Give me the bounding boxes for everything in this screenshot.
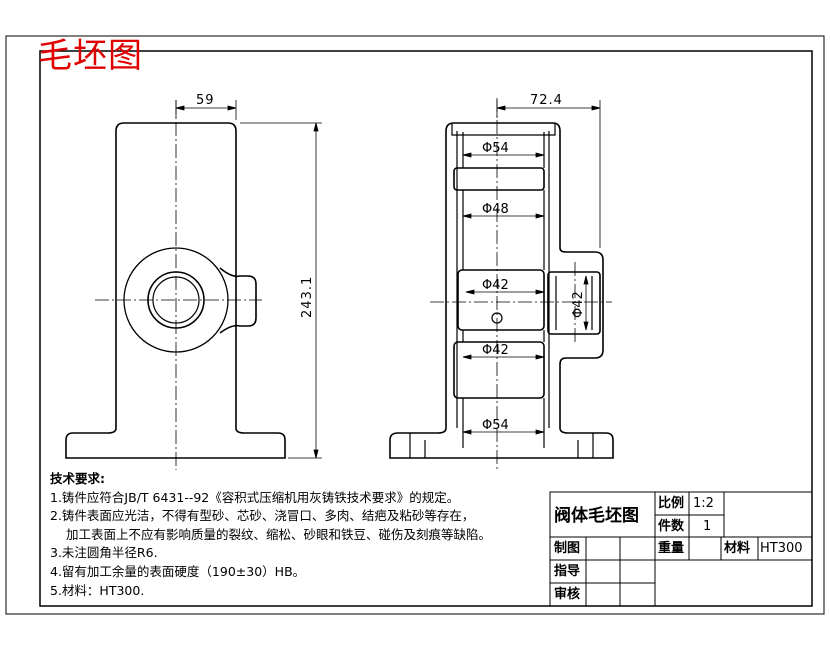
blank-drawing-stamp: 毛坯图 [38,36,143,76]
section-dimension-lines [462,100,601,435]
dim-bore-top: Φ54 [482,141,509,156]
notes-title: 技术要求: [50,471,105,486]
dim-bore-bottom: Φ54 [482,418,509,433]
note-item: 2.铸件表面应光洁，不得有型砂、芯砂、浇冒口、多肉、结疤及粘砂等存在， [50,508,475,524]
qty-label: 件数 [658,519,685,534]
dim-height-total: 243.1 [300,276,315,318]
dim-bore-mid: Φ42 [482,278,509,293]
material-value: HT300 [760,541,803,556]
title-block: 阀体毛坯图 比例 1:2 件数 1 制图 重量 材料 HT300 指导 审核 [550,492,812,605]
dim-bore-side: Φ42 [571,291,586,318]
note-item: 5.材料：HT300. [50,582,145,598]
dim-bore-upper: Φ48 [482,202,509,217]
scale-value: 1:2 [693,496,714,511]
section-view [389,122,614,459]
part-name: 阀体毛坯图 [554,506,639,526]
review-label: 审核 [554,587,581,602]
weight-label: 重量 [658,541,685,556]
title-block-grid [549,491,813,607]
inner-border [39,50,813,607]
dim-width-front: 59 [196,93,215,108]
technical-requirements: 技术要求: 1.铸件应符合JB/T 6431--92《容积式压缩机用灰铸铁技术要… [50,470,491,600]
qty-value: 1 [703,519,712,534]
material-label: 材料 [724,541,751,556]
note-item: 4.留有加工余量的表面硬度（190±30）HB。 [50,563,306,579]
outer-border [5,35,825,615]
note-item: 加工表面上不应有影响质量的裂纹、缩松、砂眼和铁豆、碰伤及刻痕等缺陷。 [66,526,492,542]
front-centerlines [95,100,262,470]
drawn-label: 制图 [554,541,581,556]
scale-label: 比例 [658,496,685,511]
note-item: 1.铸件应符合JB/T 6431--92《容积式压缩机用灰铸铁技术要求》的规定。 [50,489,460,505]
front-dimension-lines [175,100,322,459]
guide-label: 指导 [554,564,581,579]
dim-width-side: 72.4 [530,93,563,108]
section-centerlines [430,98,612,470]
dim-bore-lower: Φ42 [482,343,509,358]
note-item: 3.未注圆角半径R6. [50,545,158,561]
front-view [65,122,286,459]
